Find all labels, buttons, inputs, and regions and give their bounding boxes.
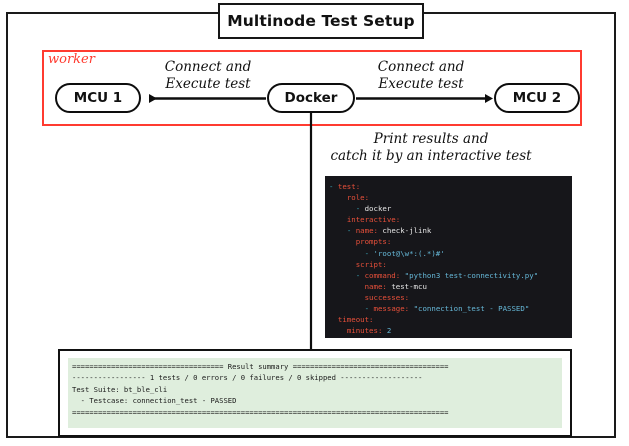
yaml-code-block: - test: role: - docker interactive: - na… (325, 176, 572, 338)
node-mcu-2-label: MCU 2 (512, 90, 562, 106)
node-mcu-1[interactable]: MCU 1 (55, 83, 141, 113)
page-title: Multinode Test Setup (218, 3, 424, 39)
edge-label-docker-to-mcu2: Connect and Execute test (377, 59, 465, 92)
node-docker[interactable]: Docker (267, 83, 355, 113)
yaml-code-text: - test: role: - docker interactive: - na… (329, 182, 539, 336)
result-summary-surface: =================================== Resu… (68, 358, 562, 428)
edge-label-docker-to-results: Print results and catch it by an interac… (330, 131, 532, 164)
node-mcu-1-label: MCU 1 (73, 90, 123, 106)
result-summary-box: =================================== Resu… (58, 349, 572, 437)
worker-group-label: worker (48, 52, 95, 67)
edge-label-docker-to-mcu1: Connect and Execute test (164, 59, 252, 92)
node-mcu-2[interactable]: MCU 2 (494, 83, 580, 113)
node-docker-label: Docker (284, 90, 338, 106)
result-summary-text: =================================== Resu… (72, 362, 449, 417)
